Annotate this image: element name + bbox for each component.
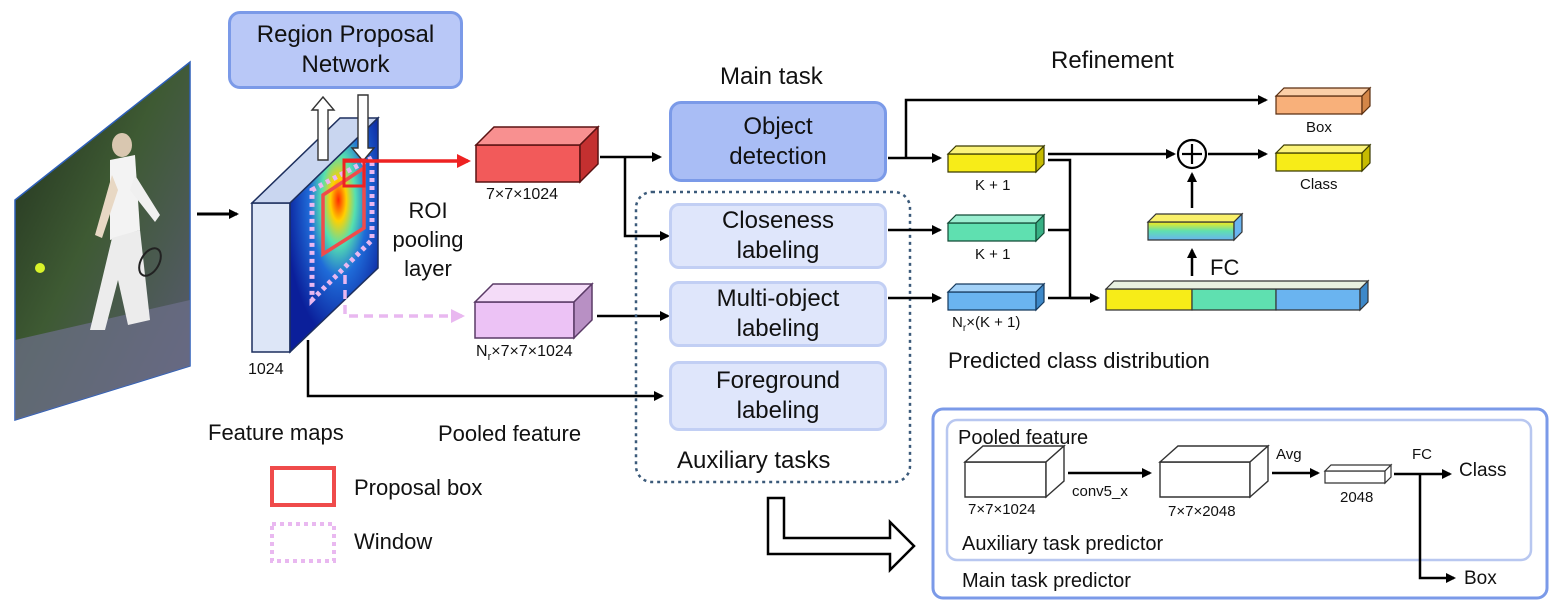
foreground-label: Foreground labeling	[715, 367, 841, 424]
refine-output-2-label: K + 1	[975, 246, 1011, 263]
pooled-feature-caption: Pooled feature	[438, 421, 582, 446]
predictor-vector-dim: 2048	[1340, 489, 1374, 506]
main-task-header: Main task	[720, 63, 823, 90]
pooled-main-dim: 7×7×1024	[486, 186, 559, 203]
pooled-window-dim: Nr×7×7×1024	[476, 343, 573, 363]
class-output-label: Class	[1300, 176, 1338, 193]
foreground-labeling-box: Foreground labeling	[669, 361, 887, 431]
fc-output-vector	[1146, 212, 1244, 242]
feature-channels-label: 1024	[248, 361, 284, 378]
closeness-label: Closeness labeling	[721, 207, 835, 264]
refine-output-3-prefix: N	[952, 314, 963, 331]
predictor-fc-label: FC	[1412, 446, 1432, 463]
box-output-vector	[1274, 86, 1372, 116]
arrow-detection-to-box	[904, 95, 1268, 158]
legend-window-swatch	[270, 522, 336, 563]
aux-predictor-panel	[945, 418, 1533, 562]
arrow-features-to-foreground	[306, 340, 664, 401]
predictor-avg-label: Avg	[1276, 446, 1302, 463]
pooled-window-dim-sub: r	[487, 351, 492, 364]
arrow-fc-box	[1418, 474, 1456, 583]
refinement-header: Refinement	[1051, 47, 1174, 74]
refine-output-1-label: K + 1	[975, 177, 1011, 194]
predictor-conv-label: conv5_x	[1072, 483, 1128, 500]
main-predictor-panel	[931, 407, 1549, 600]
auxiliary-tasks-frame	[634, 190, 912, 484]
predictor-box-label: Box	[1464, 568, 1497, 589]
pooled-feature-red	[474, 125, 600, 184]
hollow-arrow	[766, 496, 916, 574]
predictor-class-label: Class	[1459, 460, 1507, 481]
input-image	[14, 60, 191, 422]
legend-proposal-box-label: Proposal box	[354, 475, 483, 500]
vector-k1-yellow	[946, 144, 1046, 174]
rpn-box: Region Proposal Network	[228, 11, 463, 89]
plus-icon	[1176, 138, 1208, 170]
class-output-vector	[1274, 143, 1372, 173]
object-detection-box: Object detection	[669, 101, 887, 182]
rpn-label: Region Proposal Network	[256, 21, 435, 78]
object-detection-label: Object detection	[729, 112, 827, 170]
vector-nr-blue	[946, 282, 1046, 312]
predictor-block1-dim: 7×7×1024	[968, 501, 1036, 518]
predictor-vector-2048	[1323, 463, 1393, 485]
roi-pooling-label: ROI pooling layer	[392, 198, 464, 281]
predictor-block2-dim: 7×7×2048	[1168, 503, 1236, 520]
refine-output-3-label: Nr×(K + 1)	[952, 314, 1020, 334]
feature-maps-caption: Feature maps	[208, 420, 344, 445]
pooled-window-dim-prefix: N	[476, 343, 488, 360]
predictor-block-2048	[1158, 444, 1270, 499]
refine-output-3-suffix: ×(K + 1)	[966, 314, 1021, 331]
legend-window-label: Window	[354, 529, 433, 554]
rpn-arrows	[310, 94, 376, 163]
arrow-to-closeness	[623, 157, 670, 241]
vector-k1-teal	[946, 213, 1046, 243]
predicted-distribution-caption: Predicted class distribution	[948, 348, 1210, 373]
concatenated-distribution	[1104, 279, 1370, 312]
multi-object-label: Multi-object labeling	[716, 285, 840, 342]
refine-fc-label: FC	[1210, 255, 1240, 280]
main-predictor-caption: Main task predictor	[962, 570, 1131, 592]
proposal-box-region	[321, 164, 366, 258]
predictor-block-1024	[963, 444, 1066, 499]
box-output-label: Box	[1306, 119, 1332, 136]
arrow-vectors-merge	[1048, 158, 1098, 300]
pooled-feature-pink	[473, 282, 594, 340]
predictor-pooled-label: Pooled feature	[958, 427, 1089, 449]
pooled-window-dim-suffix: ×7×7×1024	[491, 343, 573, 360]
closeness-labeling-box: Closeness labeling	[669, 203, 887, 269]
aux-predictor-caption: Auxiliary task predictor	[962, 533, 1164, 555]
refine-output-3-sub: r	[962, 323, 967, 334]
auxiliary-tasks-header: Auxiliary tasks	[677, 447, 831, 474]
multi-object-labeling-box: Multi-object labeling	[669, 281, 887, 347]
legend-proposal-box-swatch	[270, 466, 336, 507]
